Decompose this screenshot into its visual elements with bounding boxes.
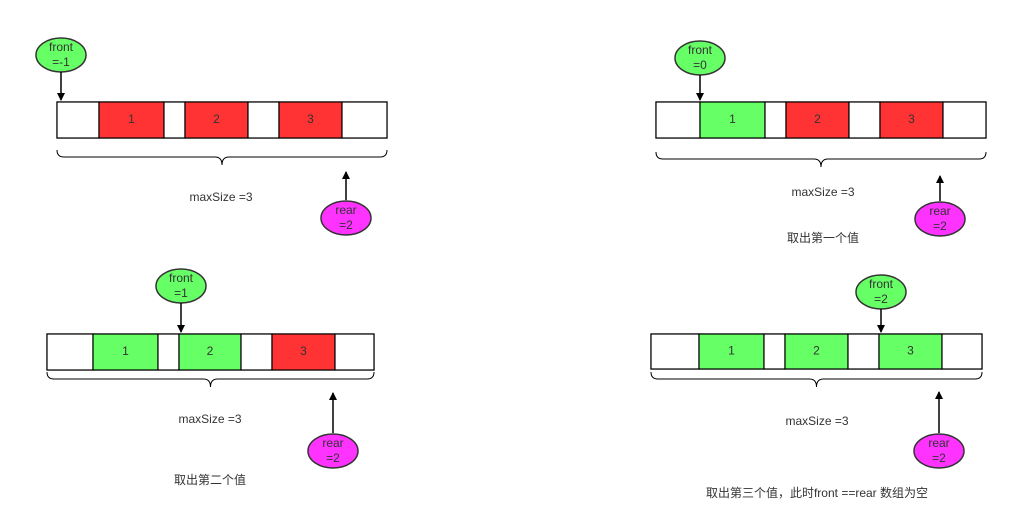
array-cell bbox=[763, 333, 786, 370]
array-cell bbox=[157, 333, 180, 371]
rear-pointer-value: =2 bbox=[326, 451, 340, 465]
cell-value: 1 bbox=[128, 112, 135, 126]
max-size-label: maxSize =3 bbox=[178, 412, 241, 426]
cell-value: 3 bbox=[908, 112, 915, 126]
front-pointer: front=0 bbox=[674, 40, 726, 76]
array-cell bbox=[941, 333, 983, 370]
step-caption: 取出第一个值 bbox=[787, 230, 859, 245]
queue-array: 1 2 3 bbox=[655, 101, 987, 139]
array-cell bbox=[184, 101, 249, 139]
queue-diagram-3: 1 2 3 front=1 maxSize =3 rear=2 取出第二个值 bbox=[46, 268, 375, 487]
queue-array: 1 2 3 bbox=[46, 333, 375, 371]
rear-pointer-value: =2 bbox=[933, 219, 947, 233]
front-pointer: front=1 bbox=[155, 268, 207, 304]
front-pointer-value: =1 bbox=[174, 286, 188, 300]
array-cell bbox=[271, 333, 336, 371]
queue-diagram-2: 1 2 3 front=0 maxSize =3 rear=2 取出第一个值 bbox=[655, 40, 987, 245]
array-cell bbox=[942, 101, 987, 139]
array-cell bbox=[698, 333, 765, 370]
max-size-brace bbox=[650, 371, 983, 388]
step-caption: 取出第三个值，此时front ==rear 数组为空 bbox=[706, 485, 928, 500]
max-size-label: maxSize =3 bbox=[791, 185, 854, 199]
rear-pointer: rear=2 bbox=[307, 433, 359, 469]
rear-pointer: rear=2 bbox=[320, 200, 372, 236]
front-pointer: front=2 bbox=[855, 274, 907, 310]
cell-value: 3 bbox=[300, 344, 307, 358]
array-cell bbox=[247, 101, 280, 139]
front-pointer: front=-1 bbox=[35, 37, 87, 73]
cell-value: 2 bbox=[207, 344, 214, 358]
front-pointer-label: front bbox=[169, 271, 194, 285]
rear-pointer: rear=2 bbox=[913, 433, 965, 469]
rear-pointer: rear=2 bbox=[914, 201, 966, 237]
front-pointer-value: =0 bbox=[693, 58, 707, 72]
front-pointer-value: =2 bbox=[874, 292, 888, 306]
array-cell bbox=[240, 333, 273, 371]
step-caption: 取出第二个值 bbox=[174, 472, 246, 487]
cell-value: 2 bbox=[814, 112, 821, 126]
array-cell bbox=[879, 101, 944, 139]
array-cell bbox=[98, 101, 165, 139]
rear-pointer-ellipse bbox=[307, 433, 359, 469]
max-size-label: maxSize =3 bbox=[785, 414, 848, 428]
queue-array: 1 2 3 bbox=[650, 333, 983, 370]
array-cell bbox=[178, 333, 242, 371]
array-cell bbox=[847, 333, 880, 370]
rear-pointer-label: rear bbox=[928, 436, 949, 450]
cell-value: 1 bbox=[122, 344, 129, 358]
array-cell bbox=[341, 101, 388, 139]
array-cell bbox=[92, 333, 159, 371]
rear-pointer-label: rear bbox=[322, 436, 343, 450]
array-cell bbox=[56, 101, 100, 139]
rear-pointer-label: rear bbox=[335, 203, 356, 217]
rear-pointer-ellipse bbox=[320, 200, 372, 236]
array-cell bbox=[764, 101, 787, 139]
cell-value: 2 bbox=[813, 344, 820, 358]
array-cell bbox=[699, 101, 766, 139]
array-cell bbox=[46, 333, 94, 371]
max-size-brace bbox=[655, 151, 987, 168]
rear-pointer-ellipse bbox=[913, 433, 965, 469]
max-size-label: maxSize =3 bbox=[189, 190, 252, 204]
array-cell bbox=[848, 101, 881, 139]
rear-pointer-value: =2 bbox=[339, 218, 353, 232]
array-cell bbox=[878, 333, 943, 370]
cell-value: 2 bbox=[213, 112, 220, 126]
queue-diagram-1: 1 2 3 front=-1 maxSize =3 rear=2 bbox=[35, 37, 388, 236]
queue-array: 1 2 3 bbox=[56, 101, 388, 139]
array-cell bbox=[334, 333, 375, 371]
cell-value: 1 bbox=[729, 112, 736, 126]
rear-pointer-label: rear bbox=[929, 204, 950, 218]
rear-pointer-value: =2 bbox=[932, 451, 946, 465]
front-pointer-label: front bbox=[869, 277, 894, 291]
max-size-brace bbox=[56, 149, 388, 166]
rear-pointer-ellipse bbox=[914, 201, 966, 237]
array-cell bbox=[163, 101, 186, 139]
front-pointer-label: front bbox=[688, 43, 713, 57]
cell-value: 1 bbox=[728, 344, 735, 358]
front-pointer-value: =-1 bbox=[52, 55, 70, 69]
cell-value: 3 bbox=[307, 112, 314, 126]
array-cell bbox=[655, 101, 701, 139]
array-cell bbox=[785, 101, 850, 139]
array-cell bbox=[650, 333, 700, 370]
array-cell bbox=[784, 333, 849, 370]
max-size-brace bbox=[46, 371, 375, 388]
cell-value: 3 bbox=[907, 344, 914, 358]
front-pointer-label: front bbox=[49, 40, 74, 54]
